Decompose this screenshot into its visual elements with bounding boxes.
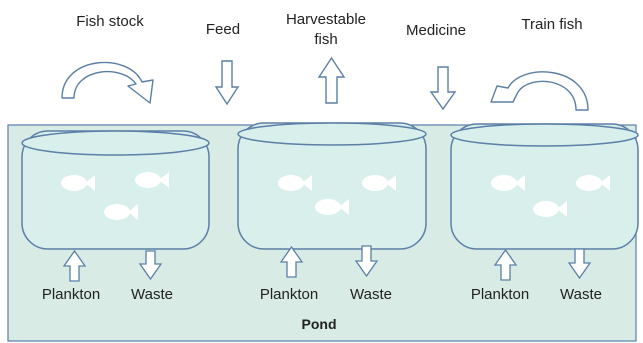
fish-icon [533,201,567,217]
plankton-label: Plankton [42,286,100,303]
fish-stock-curved-arrow-icon [61,61,154,104]
plankton-arrow-icon [62,249,87,282]
waste-arrow-icon [567,248,592,280]
feed-label: Feed [206,21,240,38]
tank-3 [450,123,639,250]
waste-label: Waste [131,286,173,303]
train-fish-curved-arrow-icon [490,71,589,111]
waste-label: Waste [350,286,392,303]
harvestable-label-line1: Harvestable [286,11,366,28]
medicine-label: Medicine [406,22,466,39]
fish-icon [61,175,95,191]
fish-icon [491,175,525,191]
fish-icon [362,175,396,191]
waste-arrow-icon [354,245,379,278]
medicine-arrow-icon [429,66,457,111]
fish-icon [104,204,138,220]
fish-stock-label: Fish stock [76,13,144,30]
fish-icon [278,175,312,191]
fish-icon [315,199,349,215]
fish-icon [576,175,610,191]
plankton-label: Plankton [471,286,529,303]
train-fish-label: Train fish [521,16,582,33]
waste-arrow-icon [138,250,163,281]
fish-icon [135,172,169,188]
feed-arrow-icon [214,60,240,106]
harvestable-label-line2: fish [314,31,337,48]
plankton-arrow-icon [279,245,304,278]
harvest-arrow-icon [317,56,346,104]
pond-label: Pond [302,316,337,332]
plankton-label: Plankton [260,286,318,303]
tank-1 [21,130,210,250]
tank-2 [237,122,427,250]
waste-label: Waste [560,286,602,303]
plankton-arrow-icon [493,248,518,281]
